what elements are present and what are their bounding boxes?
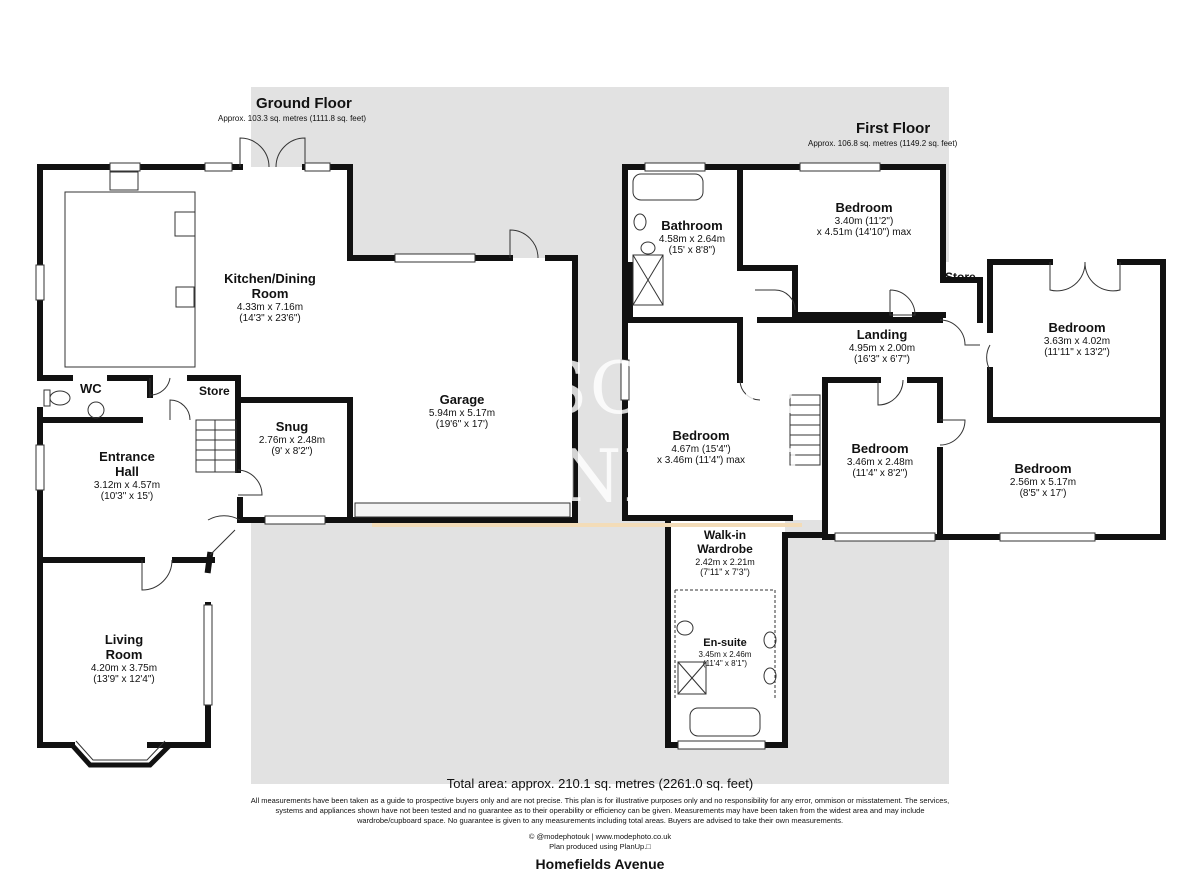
- ground-floor-area: Approx. 103.3 sq. metres (1111.8 sq. fee…: [218, 114, 367, 123]
- credit-line1: © @modephotouk | www.modephoto.co.uk: [528, 832, 672, 841]
- property-name: Homefields Avenue: [535, 856, 665, 872]
- room-bathroom: Bathroom 4.58m x 2.64m (15' x 8'8"): [658, 218, 726, 257]
- watermark-line2: BRENNAN: [392, 434, 808, 518]
- disclaimer-line1: All measurements have been taken as a gu…: [250, 796, 950, 805]
- first-floor-area: Approx. 106.8 sq. metres (1149.2 sq. fee…: [808, 139, 958, 148]
- total-area: Total area: approx. 210.1 sq. metres (22…: [446, 776, 754, 791]
- ground-floor-details: [35, 137, 571, 768]
- room-bedroom-small: Bedroom 3.46m x 2.48m (11'4" x 8'2"): [846, 441, 914, 480]
- first-floor-details: [620, 162, 1121, 750]
- room-bedroom-right: Bedroom 3.63m x 4.02m (11'11" x 13'2"): [1043, 320, 1111, 359]
- room-kitchen-dining: Kitchen/Dining Room 4.33m x 7.16m (14'3"…: [224, 271, 316, 325]
- room-wc: WC: [80, 381, 102, 396]
- disclaimer-line3: wardrobe/cupboard space. No guarantee is…: [356, 816, 844, 825]
- credit-line2: Plan produced using PlanUp.□: [549, 842, 651, 851]
- ground-floor-plan: [40, 167, 575, 765]
- room-bedroom-rear: Bedroom 2.56m x 5.17m (8'5" x 17'): [1009, 461, 1077, 500]
- disclaimer: All measurements have been taken as a gu…: [0, 796, 1200, 826]
- room-entrance-hall: Entrance Hall 3.12m x 4.57m (10'3" x 15'…: [93, 449, 161, 503]
- first-floor-fill: [625, 167, 1163, 745]
- room-walk-in-wardrobe: Walk-in Wardrobe 2.42m x 2.21m (7'11" x …: [695, 528, 755, 577]
- room-store-first: Store: [945, 270, 976, 284]
- room-living-room: Living Room 4.20m x 3.75m (13'9" x 12'4"…: [90, 632, 158, 686]
- room-bedroom-front: Bedroom 3.40m (11'2") x 4.51m (14'10") m…: [816, 200, 912, 239]
- room-landing: Landing 4.95m x 2.00m (16'3" x 6'7"): [848, 327, 916, 366]
- room-en-suite: En-suite 3.45m x 2.46m (11'4" x 8'1"): [698, 637, 752, 668]
- watermark-line1: GIBSON &: [393, 346, 807, 430]
- room-bedroom-main: Bedroom 4.67m (15'4") x 3.46m (11'4") ma…: [656, 428, 746, 467]
- ground-floor-title: Ground Floor: [256, 95, 352, 112]
- room-garage: Garage 5.94m x 5.17m (19'6" x 17'): [428, 392, 496, 431]
- first-floor-title: First Floor: [856, 120, 931, 137]
- room-snug: Snug 2.76m x 2.48m (9' x 8'2"): [258, 419, 326, 458]
- watermark-underline: [372, 523, 802, 527]
- first-floor-walls: [622, 164, 1166, 748]
- room-store-ground: Store: [199, 384, 230, 398]
- disclaimer-line2: systems and appliances shown have not be…: [275, 806, 925, 815]
